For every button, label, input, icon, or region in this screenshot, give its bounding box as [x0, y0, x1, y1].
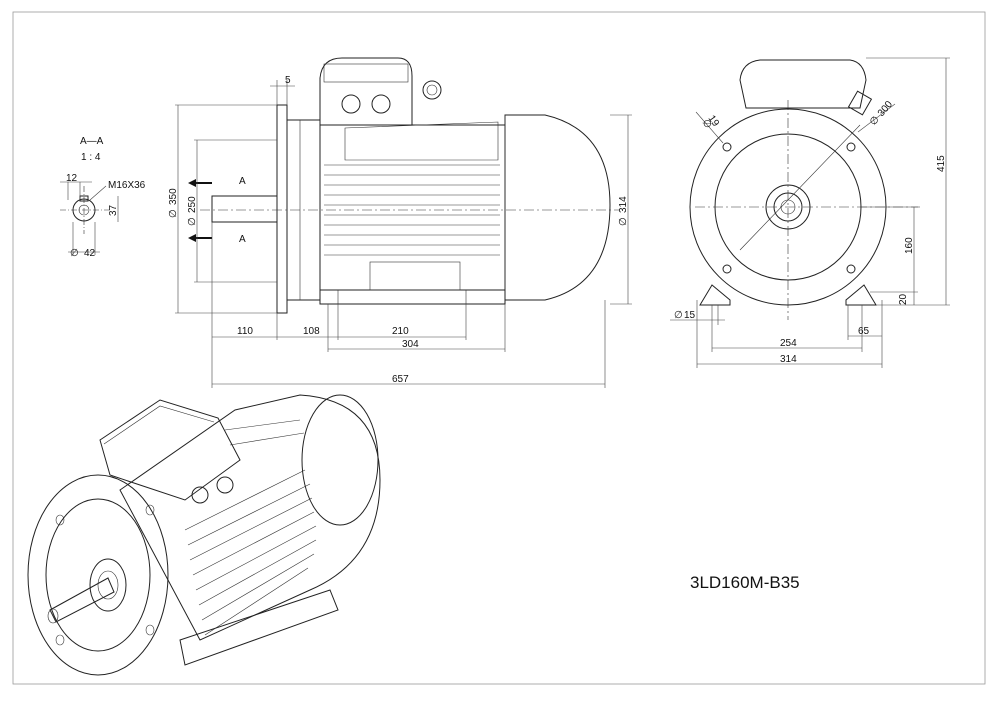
shaft-dia-value: 42: [84, 248, 96, 259]
iso-gland-2: [216, 476, 234, 494]
flange-outer-symbol: ∅: [168, 209, 179, 218]
sheet-border: [12, 11, 986, 685]
flange-outer-value: 350: [168, 188, 179, 205]
iso-fins: [184, 419, 317, 636]
shaft-length-value: 110: [237, 326, 253, 337]
foot-holes-value: 210: [392, 326, 409, 337]
section-mark-bottom: A: [239, 234, 246, 245]
cable-gland-1: [341, 94, 361, 114]
front-cable-gland: [847, 90, 873, 116]
front-terminal-box: [739, 59, 867, 109]
flange-hole-4: [846, 264, 856, 274]
total-width-value: 314: [780, 354, 797, 365]
motor-feet: [319, 289, 506, 305]
foot-length-value: 304: [402, 339, 419, 350]
foot-holes-pitch-value: 254: [780, 338, 797, 349]
front-foot-left: [699, 284, 731, 306]
key-depth-value: 37: [108, 204, 119, 216]
section-scale: 1 : 4: [81, 152, 101, 163]
terminal-box: [319, 57, 413, 126]
isometric-view: [27, 394, 381, 676]
iso-gland-1: [191, 486, 209, 504]
fan-cover: [504, 114, 611, 301]
cooling-fins: [324, 164, 500, 256]
foot-hole-value: 15: [684, 310, 696, 321]
section-mark-top: A: [239, 176, 246, 187]
flange-hole-1: [722, 142, 732, 152]
iso-fan-cover: [301, 394, 379, 526]
iso-body: [119, 394, 381, 641]
overall-height-value: 415: [936, 155, 947, 172]
iso-shaft: [49, 577, 115, 623]
flange-to-foot-value: 108: [303, 326, 320, 337]
motor-body: [319, 124, 506, 291]
flange-thickness-value: 5: [285, 75, 291, 86]
side-view: A A ∅ 350 ∅ 250 5 ∅ 314: [168, 57, 632, 388]
iso-flange: [27, 474, 169, 676]
iso-bearing: [89, 558, 127, 612]
iso-flange-inner: [45, 498, 151, 652]
overall-length-value: 657: [392, 374, 409, 385]
thread-value: M16X36: [108, 180, 146, 191]
shaft-section: A—A 1 : 4 12 M16X36 37 ∅ 42: [60, 136, 146, 259]
shaft-stub: [211, 195, 278, 223]
foot-width-value: 65: [858, 326, 870, 337]
spigot-value: 250: [187, 196, 198, 213]
flange-plate: [276, 104, 288, 314]
front-foot-right: [845, 284, 877, 306]
foot-thickness-value: 20: [898, 293, 909, 305]
spigot-symbol: ∅: [187, 217, 198, 226]
section-label: A—A: [80, 136, 104, 147]
frame-dia-value: 314: [618, 196, 629, 213]
flange-hole-2: [846, 142, 856, 152]
front-view: ∅ 19 ∅ 300 415 160 20 ∅ 15 254 65 314: [670, 57, 950, 368]
shaft-dia-symbol: ∅: [70, 248, 79, 259]
foot-hole-symbol: ∅: [674, 310, 683, 321]
cable-gland-2: [371, 94, 391, 114]
iso-feet: [179, 589, 339, 666]
frame-dia-symbol: ∅: [618, 217, 629, 226]
shaft-height-value: 160: [904, 237, 915, 254]
key-width-value: 12: [66, 173, 78, 184]
iso-terminal-box: [99, 399, 241, 501]
lifting-eye: [422, 80, 442, 100]
flange-hole-3: [722, 264, 732, 274]
model-name: 3LD160M-B35: [690, 573, 800, 592]
